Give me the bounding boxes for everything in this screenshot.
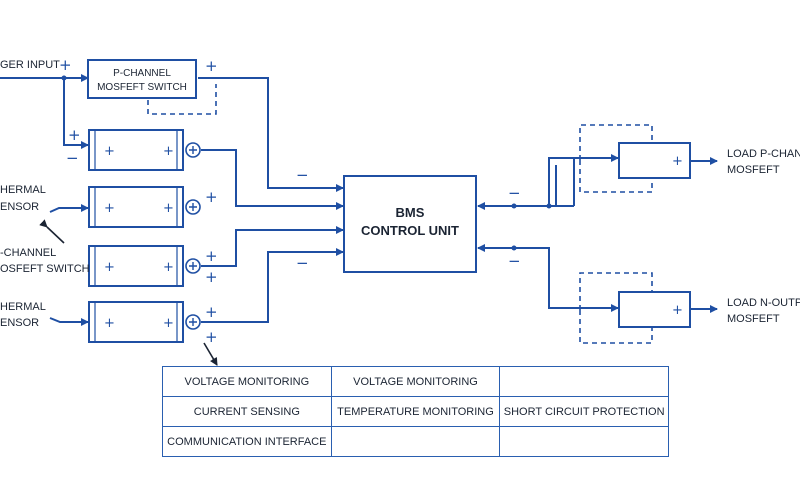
svg-text:+: + (104, 144, 115, 159)
table-row: VOLTAGE MONITORING VOLTAGE MONITORING (162, 366, 669, 397)
battery-cell-2: + + (88, 186, 184, 228)
svg-text:+: + (163, 201, 174, 216)
bms-title: BMS (396, 205, 425, 220)
thermal-sensor-1-label-1: HERMAL (0, 184, 46, 196)
battery-cell-4: + + (88, 301, 184, 343)
table-row: COMMUNICATION INTERFACE (162, 426, 669, 457)
svg-text:+: + (163, 316, 174, 331)
svg-text:+: + (205, 268, 218, 286)
svg-text:+: + (205, 328, 218, 346)
table-cell: VOLTAGE MONITORING (330, 366, 501, 397)
load-n-mosfet-box (618, 291, 691, 328)
thermal-sensor-2-label-2: ENSOR (0, 317, 39, 329)
svg-text:−: − (508, 184, 521, 202)
load-p-mosfet-box (618, 142, 691, 179)
charger-input-label: GER INPUT (0, 59, 60, 71)
table-cell: TEMPERATURE MONITORING (330, 396, 501, 427)
wiring (0, 74, 718, 326)
battery-cell-3: + + (88, 245, 184, 287)
svg-text:+: + (104, 260, 115, 275)
svg-text:+: + (205, 247, 218, 265)
svg-text:+: + (205, 303, 218, 321)
svg-text:−: − (508, 252, 521, 270)
svg-text:+: + (672, 154, 683, 169)
table-pointer-arrow (203, 342, 218, 366)
pmos-switch-label-1: P-CHANNEL (113, 68, 171, 79)
cell-terminals (185, 142, 201, 330)
table-row: CURRENT SENSING TEMPERATURE MONITORING S… (162, 396, 669, 427)
load-p-label-2: MOSFEFT (727, 164, 780, 176)
table-cell: COMMUNICATION INTERFACE (162, 426, 332, 457)
svg-text:+: + (205, 57, 218, 75)
table-cell: VOLTAGE MONITORING (162, 366, 332, 397)
nmos-switch-label-2: OSFEFT SWITCH (0, 263, 90, 275)
polarity-signs: + + + − + + + + + − − − − (59, 56, 521, 346)
table-cell (499, 366, 669, 397)
load-n-label-2: MOSFEFT (727, 313, 780, 325)
load-p-label-1: LOAD P-CHANNE (727, 148, 800, 160)
features-table: VOLTAGE MONITORING VOLTAGE MONITORING CU… (162, 366, 669, 457)
pmos-switch-box (87, 59, 197, 99)
bms-control-unit-box (343, 175, 477, 273)
thermal-sensor-1-label-2: ENSOR (0, 201, 39, 213)
svg-text:+: + (163, 144, 174, 159)
dashed-feedback (147, 84, 653, 344)
svg-text:+: + (104, 316, 115, 331)
load-n-label-1: LOAD N-OUTPU (727, 297, 800, 309)
svg-text:+: + (672, 303, 683, 318)
bms-subtitle: CONTROL UNIT (361, 223, 459, 238)
nmos-switch-label-1: -CHANNEL (0, 247, 56, 259)
thermal-sensor-2-label-1: HERMAL (0, 301, 46, 313)
sensor-pointer-arrow (39, 219, 65, 244)
terminal-plus-icons (189, 146, 197, 326)
svg-text:+: + (59, 56, 72, 74)
table-cell: SHORT CIRCUIT PROTECTION (499, 396, 669, 427)
junction-dots (61, 75, 552, 251)
battery-cell-1: + + (88, 129, 184, 171)
svg-text:+: + (205, 188, 218, 206)
table-cell (499, 426, 669, 457)
table-cell: CURRENT SENSING (162, 396, 332, 427)
svg-text:+: + (163, 260, 174, 275)
svg-text:−: − (296, 254, 309, 272)
pmos-switch-label-2: MOSFEFT SWITCH (97, 82, 187, 93)
svg-text:−: − (66, 149, 79, 167)
svg-text:+: + (104, 201, 115, 216)
table-cell (330, 426, 501, 457)
svg-text:+: + (68, 126, 81, 144)
svg-text:−: − (296, 166, 309, 184)
